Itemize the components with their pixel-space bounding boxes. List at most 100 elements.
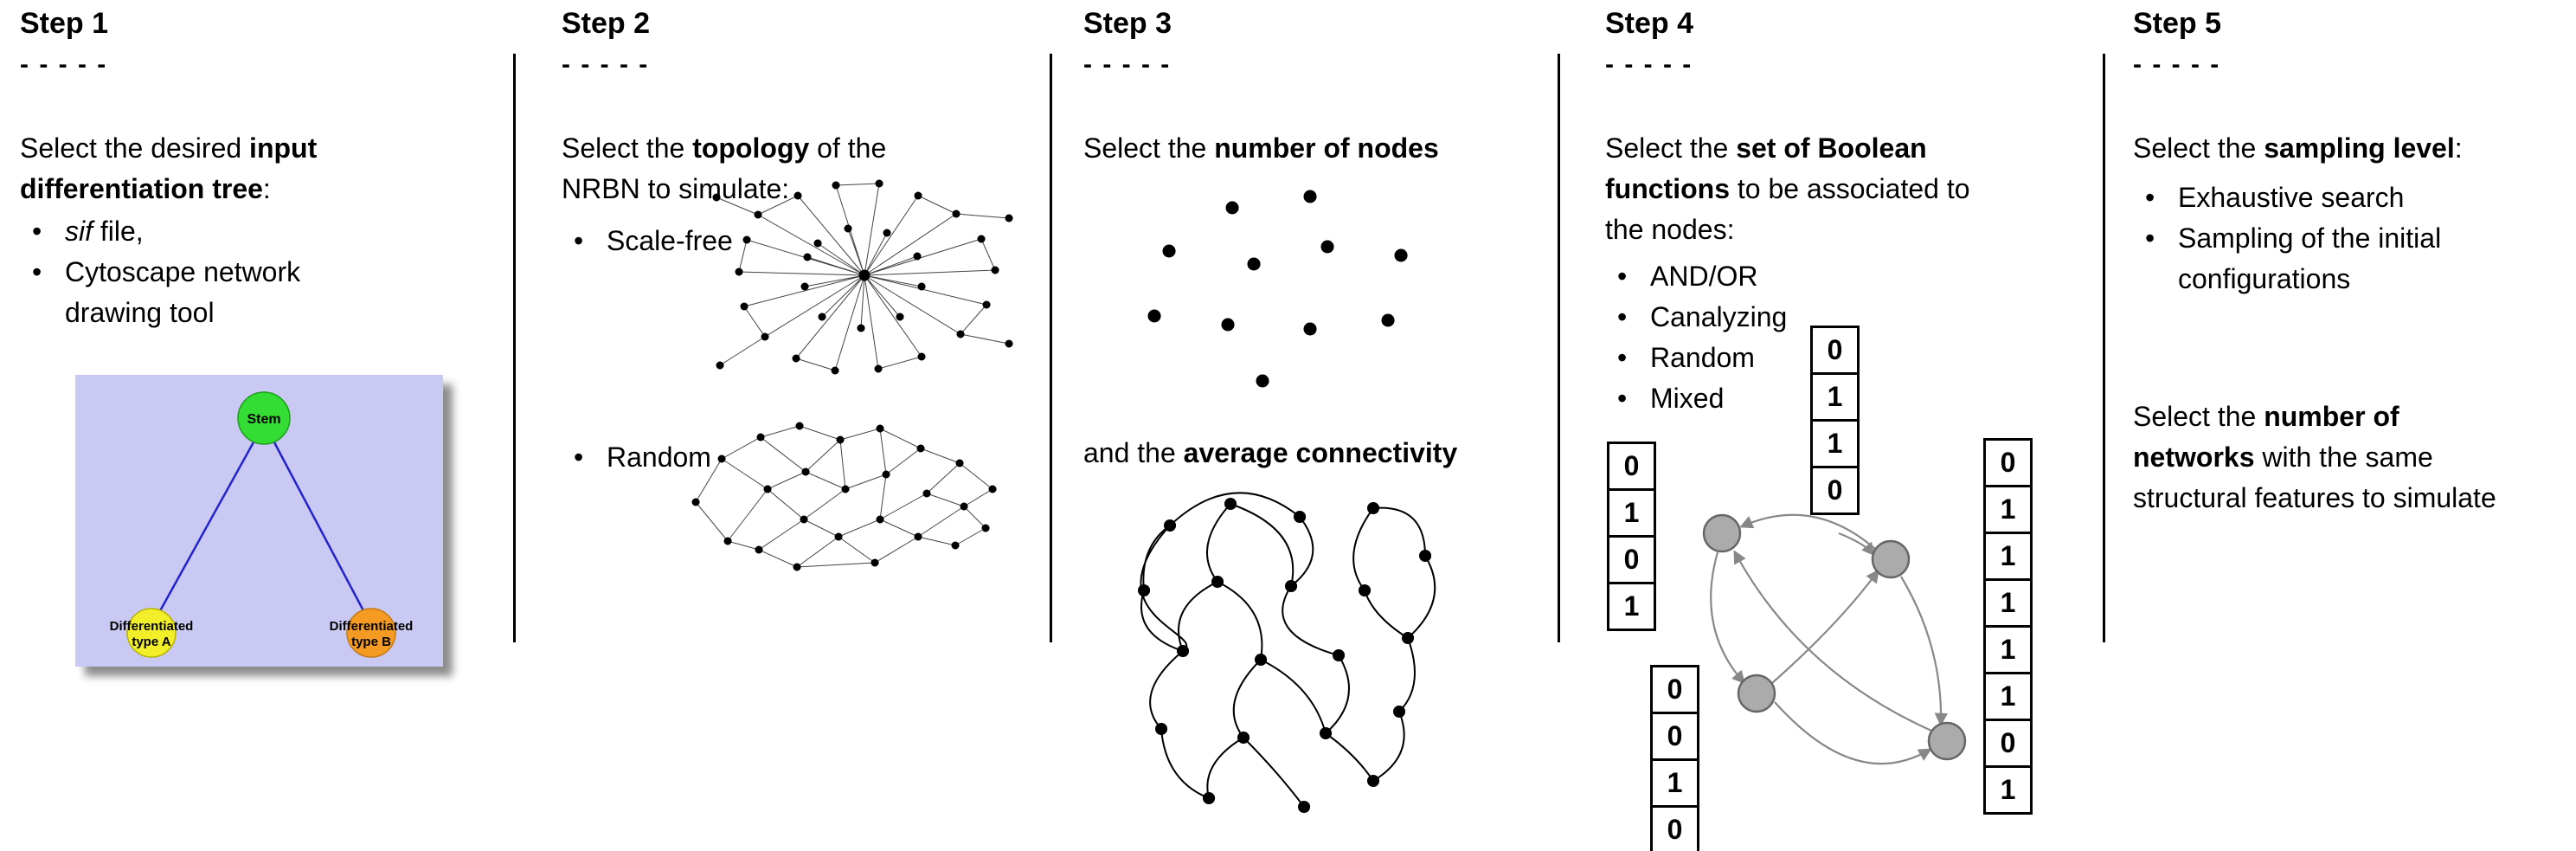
truth-table-cell: 1 bbox=[1810, 372, 1860, 422]
intro-text: to be associated to bbox=[1729, 173, 1970, 204]
bullet-text: Exhaustive search bbox=[2178, 182, 2405, 213]
step-5-title: Step 5 bbox=[2133, 7, 2222, 40]
arrow-b-to-a bbox=[1739, 513, 1876, 550]
step-5-bullet-list: • Exhaustive search • Sampling of the in… bbox=[2133, 177, 2507, 300]
bullet-text: Random bbox=[1650, 342, 1755, 373]
step-1-column: Step 1 - - - - - Select the desired inpu… bbox=[20, 0, 504, 851]
step-1-dashes: - - - - - bbox=[20, 50, 108, 79]
intro-text-bold: average connectivity bbox=[1183, 437, 1458, 468]
bullet-item-random: • Random bbox=[1605, 338, 1787, 378]
intro-text: of the bbox=[809, 132, 887, 164]
step-3-line1: Select the number of nodes bbox=[1083, 128, 1439, 169]
step-2-dashes: - - - - - bbox=[562, 50, 650, 79]
scale-free-edges bbox=[716, 183, 1010, 371]
arrow-c-to-d bbox=[1774, 701, 1932, 765]
intro-text: Select the bbox=[1083, 132, 1215, 164]
intro-line: structural features to simulate bbox=[2133, 482, 2496, 513]
truth-table-cell: 0 bbox=[1650, 665, 1699, 714]
step-2-bullet-random: • Random bbox=[562, 437, 711, 478]
step-4-column: Step 4 - - - - - Select the set of Boole… bbox=[1605, 0, 2090, 851]
arrow-d-to-a bbox=[1733, 550, 1932, 732]
intro-line: Select the set of Boolean bbox=[1605, 128, 1970, 169]
scattered-nodes bbox=[1147, 190, 1408, 388]
truth-table-top: 0 1 1 0 bbox=[1810, 326, 1860, 515]
step-2-intro: Select the topology of the NRBN to simul… bbox=[562, 128, 886, 210]
gene-node-b bbox=[1871, 539, 1911, 579]
truth-table-cell: 1 bbox=[1810, 419, 1860, 468]
bullet-text: Scale-free bbox=[607, 225, 733, 256]
intro-line: functions to be associated to bbox=[1605, 169, 1970, 210]
step-4-title: Step 4 bbox=[1605, 7, 1694, 40]
type-b-label-line1: Differentiated bbox=[330, 619, 414, 634]
bullet-text: Mixed bbox=[1650, 383, 1725, 414]
intro-text-bold: number of nodes bbox=[1214, 132, 1439, 164]
arrow-c-to-b bbox=[1771, 569, 1879, 684]
intro-text-bold: sampling level bbox=[2264, 132, 2455, 164]
type-a-label-line1: Differentiated bbox=[110, 619, 194, 634]
bullet-text: Canalyzing bbox=[1650, 301, 1788, 332]
gene-node-d bbox=[1927, 721, 1967, 761]
step-1-intro: Select the desired input differentiation… bbox=[20, 128, 317, 210]
arrow-a-to-c bbox=[1710, 551, 1746, 685]
bullet-marker: • bbox=[574, 225, 584, 256]
step-3-line2: and the average connectivity bbox=[1083, 433, 1457, 474]
bullet-item-sif-file: • sif file, bbox=[20, 211, 350, 252]
arrow-table-to-b bbox=[1838, 532, 1875, 557]
bullet-marker: • bbox=[1617, 342, 1628, 373]
bullet-marker: • bbox=[1617, 301, 1628, 332]
intro-text: with the same bbox=[2254, 442, 2433, 473]
truth-table-cell: 0 bbox=[1650, 805, 1699, 851]
bullet-marker: • bbox=[2145, 182, 2155, 213]
bullet-text: Random bbox=[607, 442, 711, 473]
bullet-text-italic: sif bbox=[65, 216, 93, 247]
step-3-column: Step 3 - - - - - Select the number of no… bbox=[1083, 0, 1555, 851]
bullet-marker: • bbox=[1617, 261, 1628, 292]
bullet-marker: • bbox=[2145, 222, 2155, 254]
intro-line: NRBN to simulate: bbox=[562, 173, 790, 204]
intro-text-bold: input bbox=[249, 132, 318, 164]
intro-line: Select the number of bbox=[2133, 396, 2496, 437]
step-2-bullet-scale-free: • Scale-free bbox=[562, 221, 733, 261]
intro-text: : bbox=[2454, 132, 2463, 164]
intro-text: Select the bbox=[1605, 132, 1737, 164]
intro-line: Select the desired input bbox=[20, 128, 317, 169]
intro-text-bold: topology bbox=[692, 132, 810, 164]
step-3-dashes: - - - - - bbox=[1083, 50, 1172, 79]
type-b-node bbox=[346, 608, 396, 658]
bullet-item-cytoscape: • Cytoscape network drawing tool bbox=[20, 252, 350, 333]
scale-free-nodes bbox=[712, 179, 1013, 375]
truth-table-cell: 0 bbox=[1607, 535, 1656, 584]
column-divider bbox=[1050, 54, 1052, 642]
intro-text: : bbox=[262, 173, 271, 204]
scale-free-hub-node bbox=[858, 269, 870, 281]
column-divider bbox=[2103, 54, 2105, 642]
intro-text: Select the desired bbox=[20, 132, 250, 164]
tree-edge-right bbox=[273, 442, 368, 616]
truth-table-cell: 0 bbox=[1810, 466, 1860, 515]
bullet-text-rest: file, bbox=[93, 216, 144, 247]
intro-text-bold: set of Boolean bbox=[1736, 132, 1927, 164]
truth-table-cell: 1 bbox=[1650, 758, 1699, 808]
arrow-b-to-d bbox=[1900, 576, 1948, 727]
intro-text-bold: functions bbox=[1605, 173, 1730, 204]
step-3-title: Step 3 bbox=[1083, 7, 1172, 40]
bullet-marker: • bbox=[574, 442, 584, 473]
bullet-item-exhaustive: • Exhaustive search bbox=[2133, 177, 2507, 218]
stem-node bbox=[237, 391, 291, 445]
gene-node-c bbox=[1737, 674, 1776, 713]
truth-table-cell: 0 bbox=[1650, 712, 1699, 761]
bullet-text: sif file, bbox=[65, 211, 144, 252]
bullet-item-sampling: • Sampling of the initial configurations bbox=[2133, 218, 2507, 300]
step-1-title: Step 1 bbox=[20, 7, 109, 40]
random-network-nodes bbox=[691, 422, 997, 571]
bullet-item-mixed: • Mixed bbox=[1605, 378, 1787, 419]
intro-text: Select the bbox=[562, 132, 693, 164]
step-4-dashes: - - - - - bbox=[1605, 50, 1693, 79]
stem-label: Stem bbox=[247, 412, 280, 427]
bullet-marker: • bbox=[32, 216, 42, 247]
column-divider bbox=[1558, 54, 1560, 642]
step-5-dashes: - - - - - bbox=[2133, 50, 2221, 79]
intro-line: differentiation tree: bbox=[20, 169, 317, 210]
truth-table-cell: 1 bbox=[1607, 488, 1656, 538]
